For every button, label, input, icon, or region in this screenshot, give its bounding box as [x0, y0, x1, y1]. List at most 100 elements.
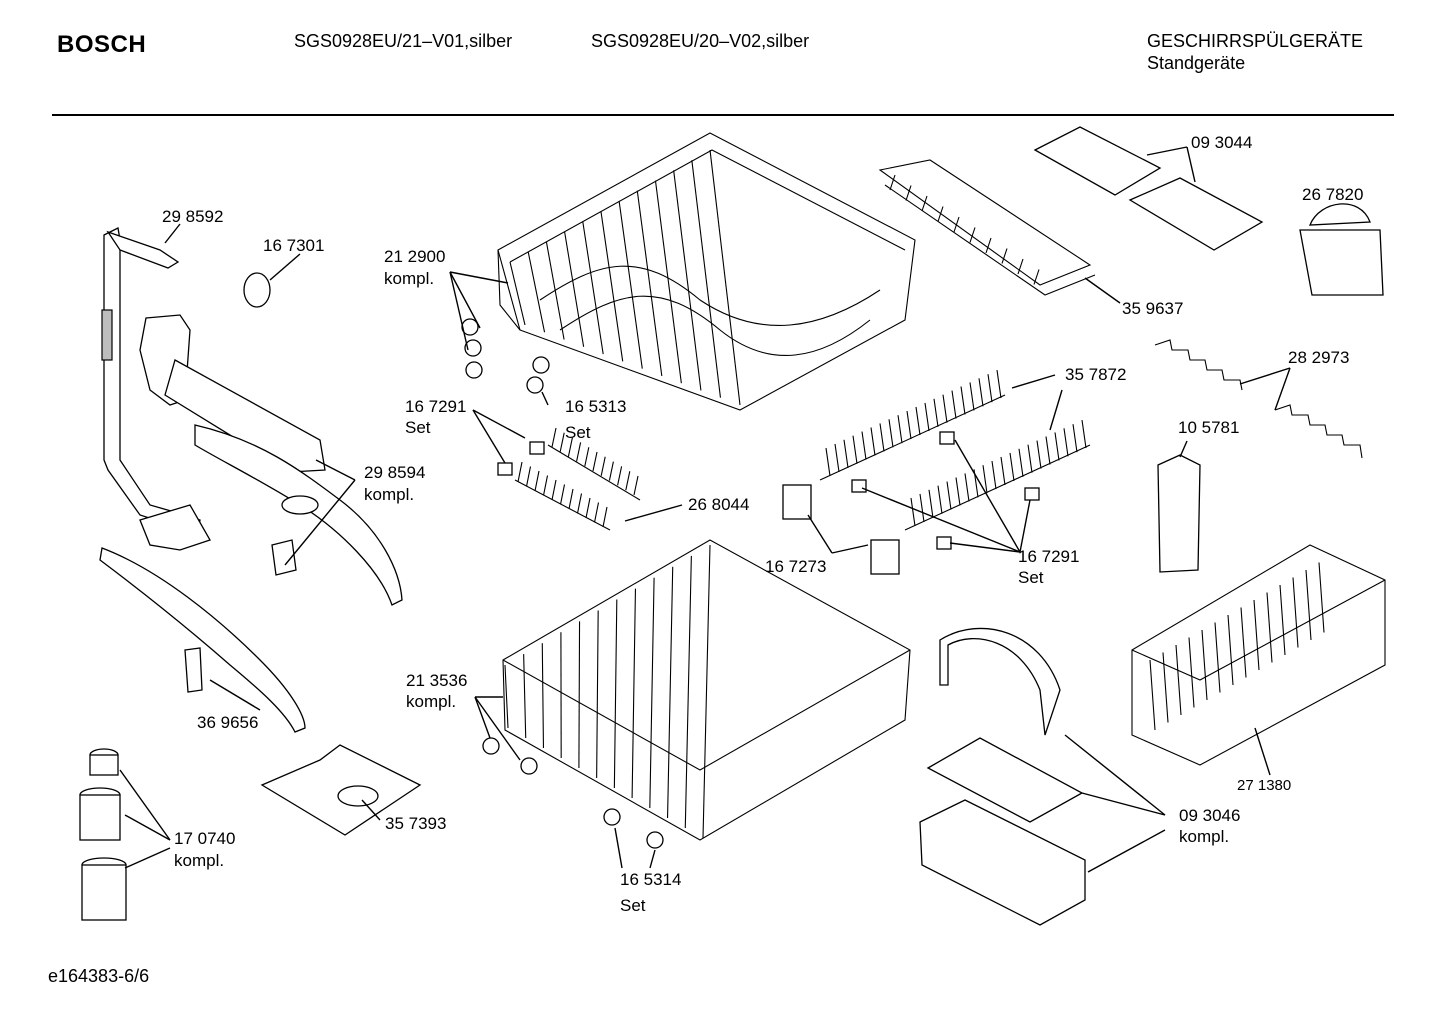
rack-holder-167273 [782, 484, 900, 575]
cutlery-basket-267820 [1299, 203, 1384, 296]
part-number-369656: 36 9656 [197, 713, 258, 732]
tine [928, 489, 934, 518]
tine [978, 378, 984, 407]
upper-basket-wire [709, 149, 741, 406]
cup-rack-268044 [497, 427, 641, 531]
model-number-1: SGS0928EU/21–V01,silber [294, 31, 513, 51]
header-divider [52, 114, 1394, 116]
upper-basket-212900 [461, 132, 916, 411]
part-number-271380: 27 1380 [1237, 777, 1291, 794]
upper-basket-wire [618, 200, 643, 369]
part-number-268044: 26 8044 [688, 495, 749, 514]
part-number-170740: 17 0740 [174, 829, 235, 848]
document-code: e164383-6/6 [48, 966, 150, 986]
upper-spray-arm-hub [139, 314, 326, 551]
knife-rack-bar [937, 206, 944, 222]
tine [924, 402, 930, 431]
tine [834, 443, 840, 472]
part-number-167273: 16 7273 [765, 557, 826, 576]
cup-rack-tine [525, 466, 532, 487]
tine [919, 493, 925, 522]
part-note-167291-lower: Set [1018, 568, 1044, 587]
tine [955, 477, 961, 506]
cup-rack-tine [542, 475, 549, 496]
knife-rack-bar [905, 185, 912, 201]
tine [888, 419, 894, 448]
part-note-170740: kompl. [174, 851, 224, 870]
tine [946, 481, 952, 510]
spray-arm-369656 [99, 547, 306, 733]
cup-rack-tine [602, 506, 608, 528]
plate-rack-fin [1266, 592, 1273, 663]
lower-basket-213536 [482, 539, 911, 849]
plate-rack-fin [1292, 577, 1299, 648]
tine [897, 415, 903, 444]
part-note-165314: Set [620, 896, 646, 915]
part-number-357393: 35 7393 [385, 814, 446, 833]
lower-spray-arm-298594 [194, 424, 403, 606]
cup-rack-tine [625, 471, 631, 491]
tine [1009, 452, 1015, 481]
tine [996, 370, 1002, 399]
part-number-298594: 29 8594 [364, 463, 425, 482]
part-labels: 29 8592 16 7301 21 2900 kompl. 16 5313 S… [162, 133, 1363, 915]
cutlery-basket-093046 [919, 737, 1086, 926]
spray-supply-pipe [101, 227, 201, 531]
upper-basket-wire [600, 211, 624, 362]
cup-rack-tine [633, 475, 639, 496]
tine [1072, 424, 1078, 453]
cutlery-tray-093044 [1033, 126, 1264, 251]
part-number-165313: 16 5313 [565, 397, 626, 416]
tine [906, 411, 912, 440]
lower-basket-wire [541, 643, 545, 749]
tine [910, 497, 916, 527]
cup-rack-tine [559, 484, 566, 505]
knife-rack-bar [889, 174, 896, 191]
cup-rack-tine [585, 497, 591, 519]
cup-rack-tine [576, 493, 583, 514]
cup-rack-tine [600, 456, 606, 476]
lower-basket-wire [596, 610, 599, 779]
plate-rack-fin [1201, 629, 1208, 701]
lower-basket-wire [666, 566, 674, 819]
tine [852, 435, 858, 464]
part-number-165314: 16 5314 [620, 870, 681, 889]
tine [861, 431, 867, 460]
tine [964, 473, 970, 502]
cup-rack-tine [568, 488, 574, 510]
tine [1018, 448, 1024, 477]
cup-rack-tine [559, 432, 565, 452]
lower-basket-wire [523, 654, 527, 739]
part-number-105781: 10 5781 [1178, 418, 1239, 437]
tine [1027, 444, 1033, 473]
knife-rack-bar [921, 195, 928, 212]
plate-rack-fin [1279, 584, 1286, 656]
cup-rack-tine [551, 479, 557, 501]
plate-rack-271380 [1131, 544, 1386, 766]
knife-rack-bar [1001, 248, 1008, 264]
tine [933, 398, 939, 427]
part-number-267820: 26 7820 [1302, 185, 1363, 204]
lower-basket-wire [613, 599, 618, 789]
tine [870, 427, 876, 456]
tine [1000, 456, 1006, 486]
tine [991, 461, 997, 490]
cup-rack-tine [517, 461, 523, 483]
knife-rack-bar [985, 237, 992, 254]
knife-rack-bar [1033, 269, 1040, 285]
upper-basket-wire [673, 170, 702, 391]
filter-cylinder-170740 [79, 748, 127, 921]
part-note-167291-upper: Set [405, 418, 431, 437]
plate-rack-fin [1175, 644, 1182, 716]
tine [1054, 432, 1060, 461]
lower-basket-wire [649, 577, 655, 809]
plate-rack-fin [1214, 622, 1221, 693]
tine [951, 390, 957, 419]
upper-basket-wire [509, 261, 526, 326]
filter-disc-167301 [243, 272, 271, 308]
lower-basket-wire [631, 588, 637, 799]
model-number-2: SGS0928EU/20–V02,silber [591, 31, 810, 51]
cup-rack-tine [608, 461, 614, 481]
plate-rack-fin [1188, 637, 1195, 708]
cup-rack-tine [576, 442, 582, 462]
